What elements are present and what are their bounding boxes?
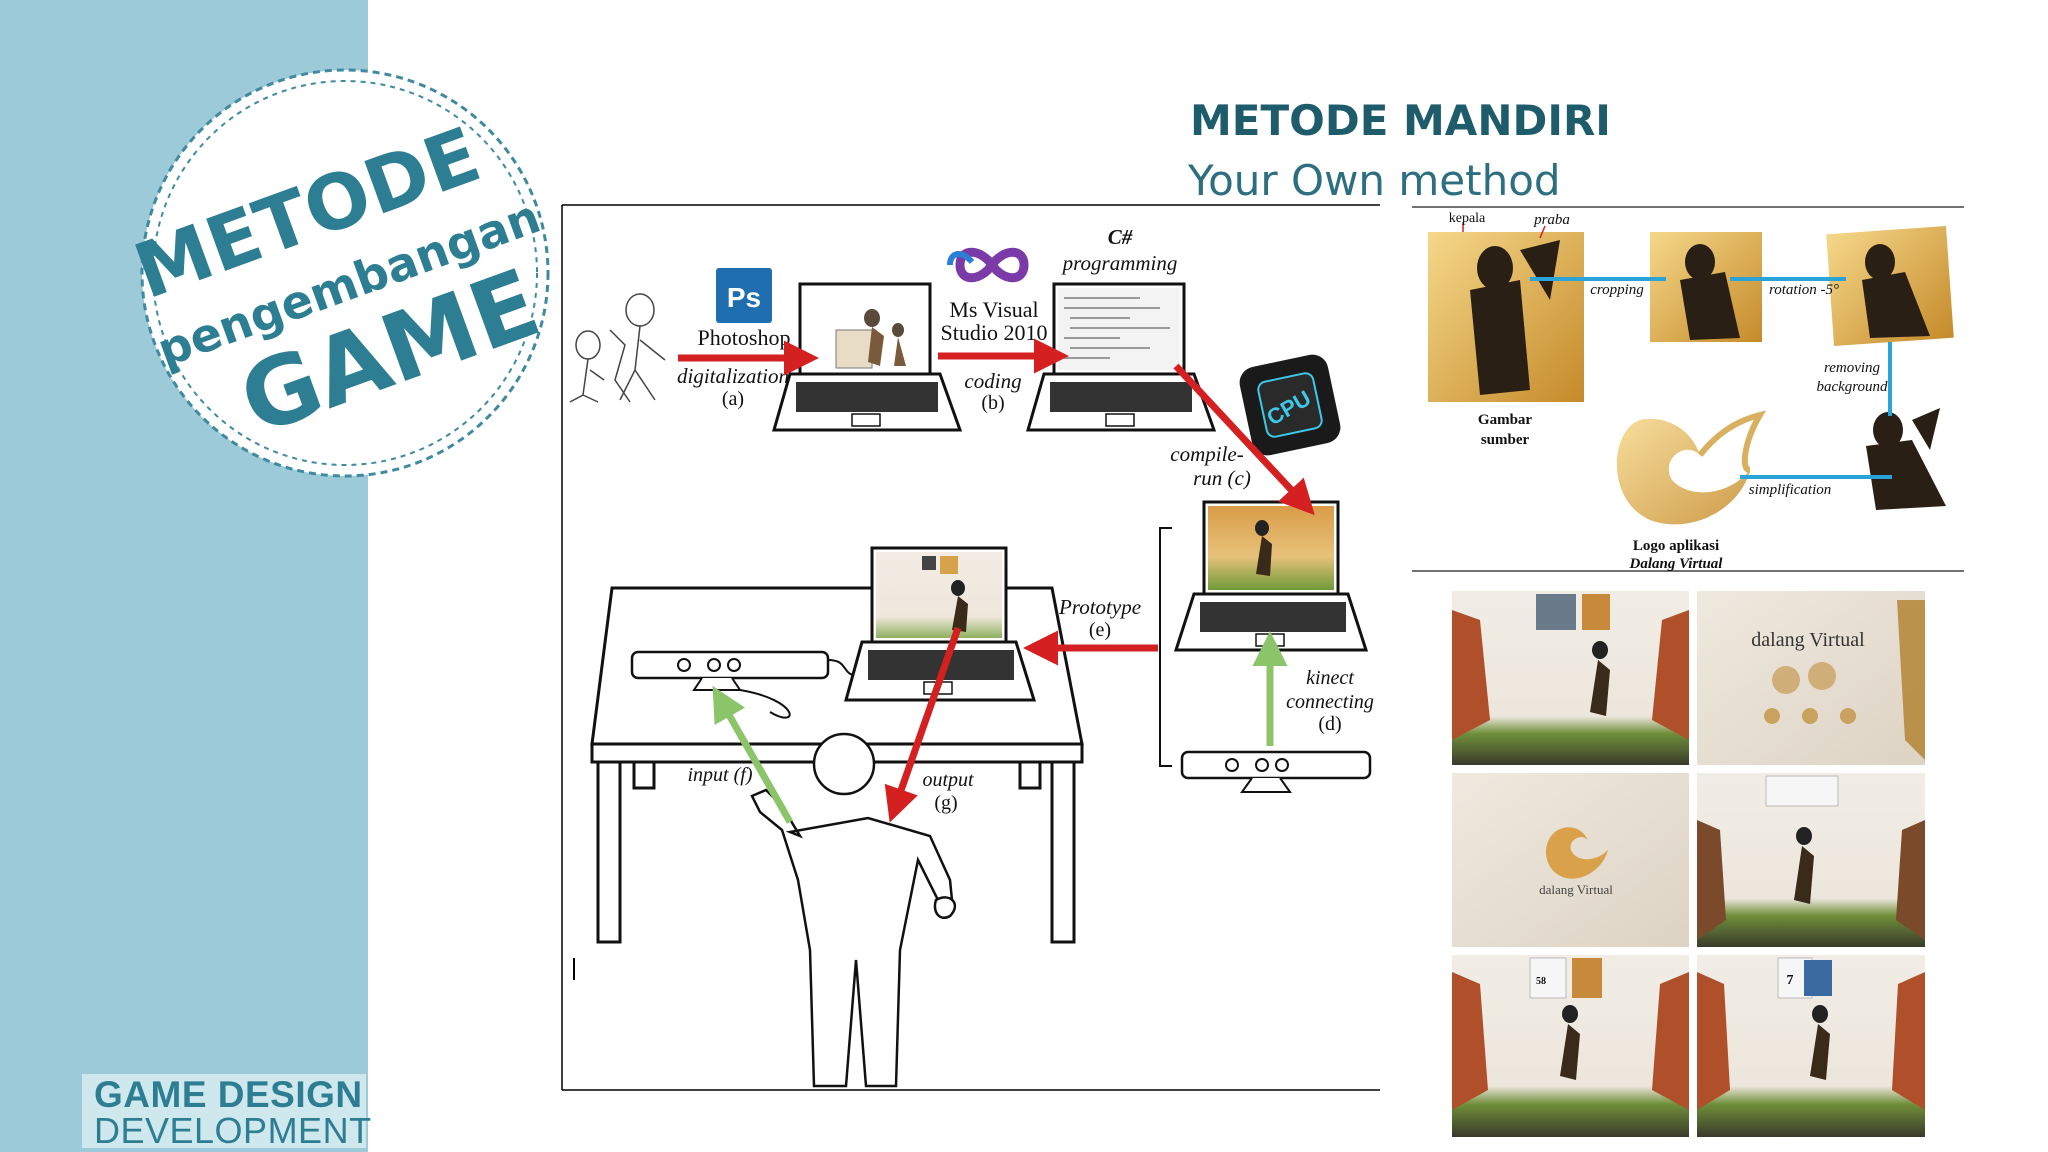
brand-box	[82, 1074, 366, 1148]
title-menu-logo-text: dalang Virtual	[1751, 629, 1865, 651]
output-label: output	[922, 769, 974, 791]
brand-line2: DEVELOPMENT	[94, 1110, 372, 1151]
screenshot-count-2: 7	[1787, 973, 1794, 988]
screenshot-title-menu	[1697, 591, 1925, 765]
kinect-label: kinect	[1306, 667, 1354, 689]
compile-label: compile-	[1170, 442, 1243, 466]
label-a: (a)	[722, 388, 744, 410]
screenshot-splash	[1452, 773, 1689, 947]
rotation-label: rotation -5°	[1769, 282, 1839, 298]
label-g: (g)	[934, 792, 957, 814]
screenshot-gameplay-4	[1697, 955, 1925, 1137]
ms-visual-line1: Ms Visual	[949, 297, 1038, 322]
removed-bg-image	[1866, 408, 1946, 510]
photoshop-label: Photoshop	[698, 325, 791, 350]
simplification-label: simplification	[1749, 482, 1832, 498]
ms-visual-line2: Studio 2010	[941, 320, 1048, 345]
screenshot-gameplay-3	[1452, 955, 1689, 1137]
laptop-photoshop	[772, 282, 963, 432]
input-label: input (f)	[688, 764, 753, 786]
page-title: METODE MANDIRI	[1190, 96, 1611, 145]
splash-logo-text: dalang Virtual	[1539, 882, 1613, 897]
laptop-code	[1026, 282, 1217, 432]
photoshop-icon-text: Ps	[727, 282, 761, 313]
process-panel	[1412, 206, 1964, 572]
digitalization-label: digitalization	[677, 364, 789, 388]
logo-label-line2: Dalang Virtual	[1629, 556, 1724, 572]
background-label: background	[1816, 379, 1888, 395]
removing-label: removing	[1824, 360, 1881, 376]
photoshop-icon	[716, 268, 772, 323]
diagram-frame	[561, 204, 1380, 1091]
page-subtitle: Your Own method	[1188, 156, 1561, 205]
run-label: run (c)	[1193, 466, 1251, 490]
screenshot-count-1: 58	[1536, 976, 1546, 987]
csharp-label: C#	[1108, 225, 1133, 249]
kinect-sensor-table	[630, 650, 861, 719]
brand-line1: GAME DESIGN	[94, 1074, 363, 1115]
laptop-runtime	[1173, 500, 1369, 652]
kinect-sensor-right	[1180, 750, 1372, 793]
cpu-icon	[1239, 354, 1341, 456]
visual-studio-icon	[947, 247, 1029, 283]
metode-stamp: METODE pengembangan GAME	[123, 68, 553, 478]
programming-label: programming	[1061, 251, 1178, 275]
logo-image	[1616, 410, 1767, 525]
flow-arrows	[678, 338, 1315, 824]
puppet-sketch	[569, 293, 666, 403]
connecting-label: connecting	[1286, 691, 1374, 713]
label-e: (e)	[1089, 619, 1111, 641]
prototype-label: Prototype	[1058, 595, 1141, 619]
cropping-label: cropping	[1590, 282, 1644, 298]
praba-label: praba	[1533, 212, 1570, 228]
label-d: (d)	[1318, 713, 1341, 735]
screenshot-gameplay-2	[1697, 773, 1925, 947]
label-b: (b)	[981, 392, 1004, 414]
person-figure	[750, 732, 957, 1088]
sumber-label: sumber	[1481, 432, 1530, 448]
coding-label: coding	[964, 369, 1021, 393]
kepala-label: kepala	[1449, 211, 1486, 226]
logo-label-line1: Logo aplikasi	[1633, 538, 1719, 554]
screenshot-gameplay-1	[1452, 591, 1689, 765]
gambar-label: Gambar	[1478, 412, 1533, 428]
